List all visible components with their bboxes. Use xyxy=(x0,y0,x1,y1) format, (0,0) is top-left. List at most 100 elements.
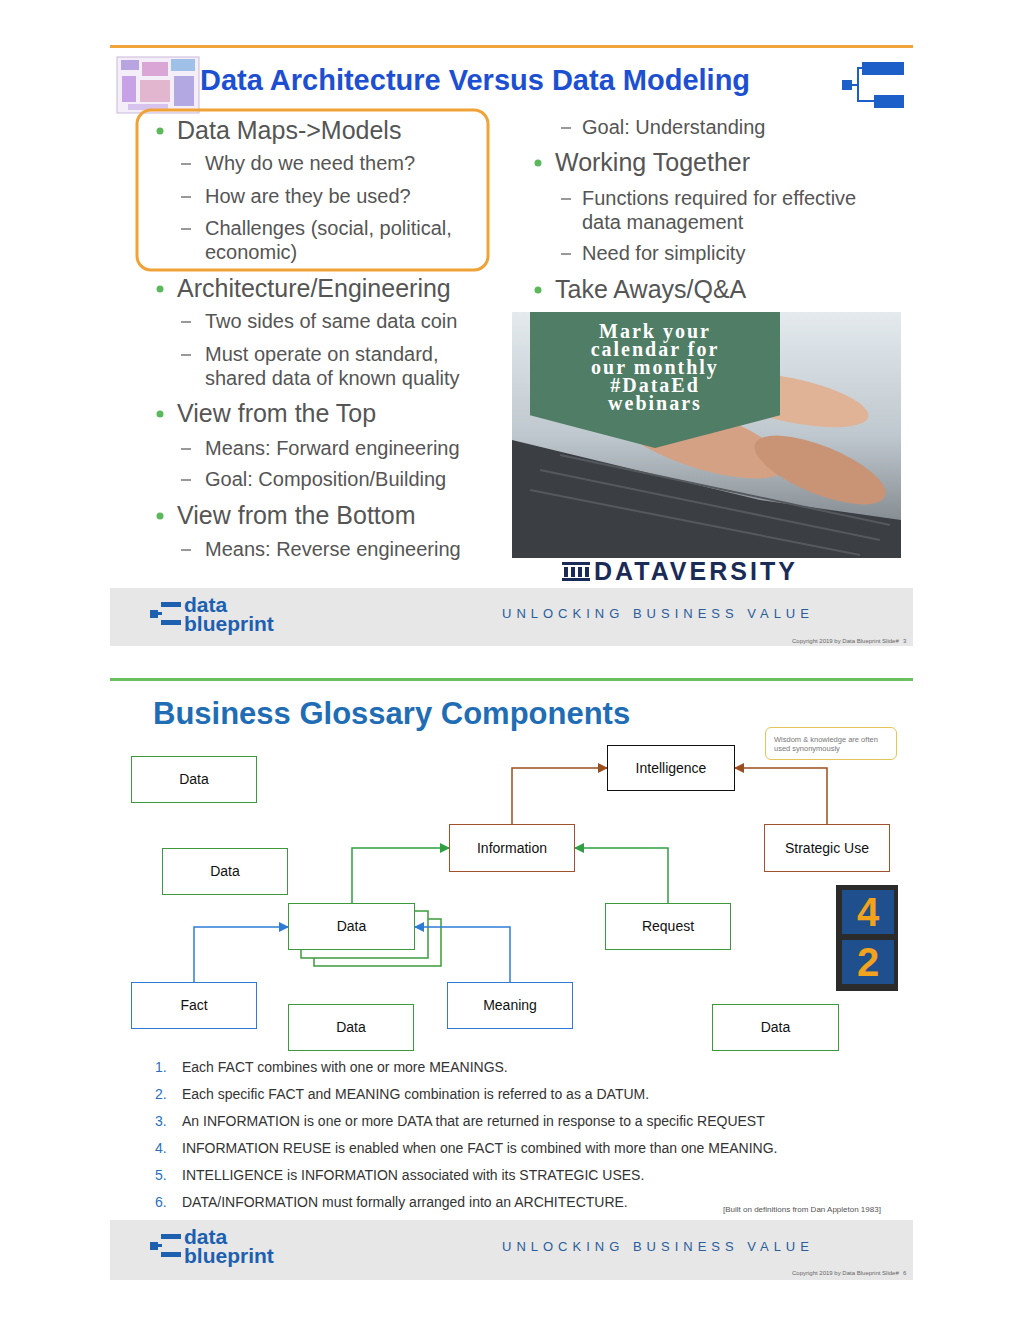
connector-arrow xyxy=(415,927,510,982)
top-rule xyxy=(110,678,913,681)
box-label: Fact xyxy=(180,997,207,1014)
slide-number: 3 xyxy=(903,638,906,645)
bullet-dash xyxy=(181,163,191,165)
sub-bullet-text: Goal: Composition/Building xyxy=(205,467,446,491)
slide-title: Business Glossary Components xyxy=(153,696,630,732)
logo-text: DATAVERSITY xyxy=(594,557,798,585)
bullet-dash xyxy=(561,198,571,200)
footer-band xyxy=(110,1220,913,1280)
bullet-text: View from the Top xyxy=(177,398,376,428)
banner-fill xyxy=(530,312,780,448)
icon-wire xyxy=(852,68,874,101)
sub-bullet-text: How are they be used? xyxy=(205,184,411,208)
concept-box: Data xyxy=(288,903,415,950)
logo-text: blueprint xyxy=(184,1244,274,1267)
banner: Mark your calendar for our monthly #Data… xyxy=(530,312,780,448)
box-label: Request xyxy=(642,918,694,935)
concept-box: Information xyxy=(449,824,575,872)
concept-box: Data xyxy=(712,1004,839,1051)
footer-band xyxy=(110,588,913,646)
thumbnail-diagram xyxy=(117,57,199,113)
thumbnail-block xyxy=(122,76,136,102)
number-tiles-photo xyxy=(836,885,898,991)
box-label: Data xyxy=(337,918,367,935)
sub-bullet-text: Why do we need them? xyxy=(205,151,415,175)
logo-bar xyxy=(562,562,590,565)
highlight-frame xyxy=(137,110,488,270)
thumbnail-block xyxy=(140,80,170,102)
slide-title: Data Architecture Versus Data Modeling xyxy=(200,63,750,97)
list-number: 6. xyxy=(155,1194,167,1210)
list-number: 2. xyxy=(155,1086,167,1102)
bullet-dash xyxy=(181,228,191,230)
sub-bullet-text: Challenges (social, political, economic) xyxy=(205,216,490,264)
bullet-text: Working Together xyxy=(555,147,750,177)
bullet-marks xyxy=(157,128,572,551)
number-tile xyxy=(842,890,894,934)
photo-ground xyxy=(836,885,898,991)
banner-text: Mark your calendar for our monthly #Data… xyxy=(570,322,740,412)
tagline: UNLOCKING BUSINESS VALUE xyxy=(502,606,814,622)
source-note: [Built on definitions from Dan Appleton … xyxy=(723,1205,881,1215)
top-rule xyxy=(110,45,913,48)
tile-number: 2 xyxy=(842,940,894,984)
bullet-dot xyxy=(535,160,542,167)
logo-bar xyxy=(161,1252,181,1257)
sub-bullet-text: Two sides of same data coin xyxy=(205,309,457,333)
bullet-dot xyxy=(157,128,164,135)
list-text: INTELLIGENCE is INFORMATION associated w… xyxy=(182,1167,644,1183)
logo-bar xyxy=(161,602,181,607)
concept-box: Data xyxy=(288,1004,414,1051)
thumbnail-block xyxy=(171,59,195,71)
bullet-text: Architecture/Engineering xyxy=(177,273,451,303)
bullet-text: Data Maps->Models xyxy=(177,115,401,145)
slide-number: 6 xyxy=(903,1270,906,1277)
connector-arrow xyxy=(194,927,288,982)
bullet-dash xyxy=(561,253,571,255)
bullet-dash xyxy=(181,196,191,198)
connector-arrow xyxy=(575,848,668,903)
sub-bullet-text: Means: Forward engineering xyxy=(205,436,460,460)
list-number: 4. xyxy=(155,1140,167,1156)
list-number: 1. xyxy=(155,1059,167,1075)
tile-number: 4 xyxy=(842,890,894,934)
blueprint-logo-icon xyxy=(150,1234,181,1257)
logo-bar xyxy=(161,620,181,625)
box-label: Strategic Use xyxy=(785,840,869,857)
list-text: DATA/INFORMATION must formally arranged … xyxy=(182,1194,628,1210)
concept-box: Intelligence xyxy=(607,745,735,791)
bullet-dot xyxy=(535,287,542,294)
icon-square xyxy=(842,80,852,90)
logo-column xyxy=(564,567,568,577)
box-label: Data xyxy=(336,1019,366,1036)
box-label: Data xyxy=(210,863,240,880)
logo-text: data xyxy=(184,1226,227,1247)
dataversity-logo xyxy=(562,562,590,581)
thumbnail-block xyxy=(121,60,139,70)
logo-link xyxy=(158,612,162,615)
sub-bullet-text: Must operate on standard, shared data of… xyxy=(205,342,490,390)
connector-arrow xyxy=(352,848,449,903)
concept-box: Meaning xyxy=(447,982,573,1029)
list-text: Each specific FACT and MEANING combinati… xyxy=(182,1086,649,1102)
logo-column xyxy=(578,567,582,577)
logo-bar xyxy=(161,1234,181,1239)
bullet-dot xyxy=(157,513,164,520)
photo-ground xyxy=(512,312,901,558)
logo-text: data xyxy=(184,594,227,615)
bullet-dash xyxy=(181,354,191,356)
concept-box: Request xyxy=(605,903,731,950)
logo-text: blueprint xyxy=(184,612,274,635)
copyright-note: Copyright 2019 by Data Blueprint Slide# xyxy=(792,638,899,645)
callout-note: Wisdom & knowledge are often used synony… xyxy=(765,727,897,760)
blueprint-logo-icon xyxy=(150,602,181,625)
callout-text: Wisdom & knowledge are often used synony… xyxy=(774,735,886,753)
hand xyxy=(746,422,894,519)
bullet-dash xyxy=(181,479,191,481)
sub-bullet-text: Goal: Understanding xyxy=(582,115,765,139)
concept-box: Data xyxy=(162,848,288,895)
tagline: UNLOCKING BUSINESS VALUE xyxy=(502,1239,814,1255)
list-number: 5. xyxy=(155,1167,167,1183)
concept-box: Data xyxy=(131,756,257,803)
box-label: Data xyxy=(761,1019,791,1036)
